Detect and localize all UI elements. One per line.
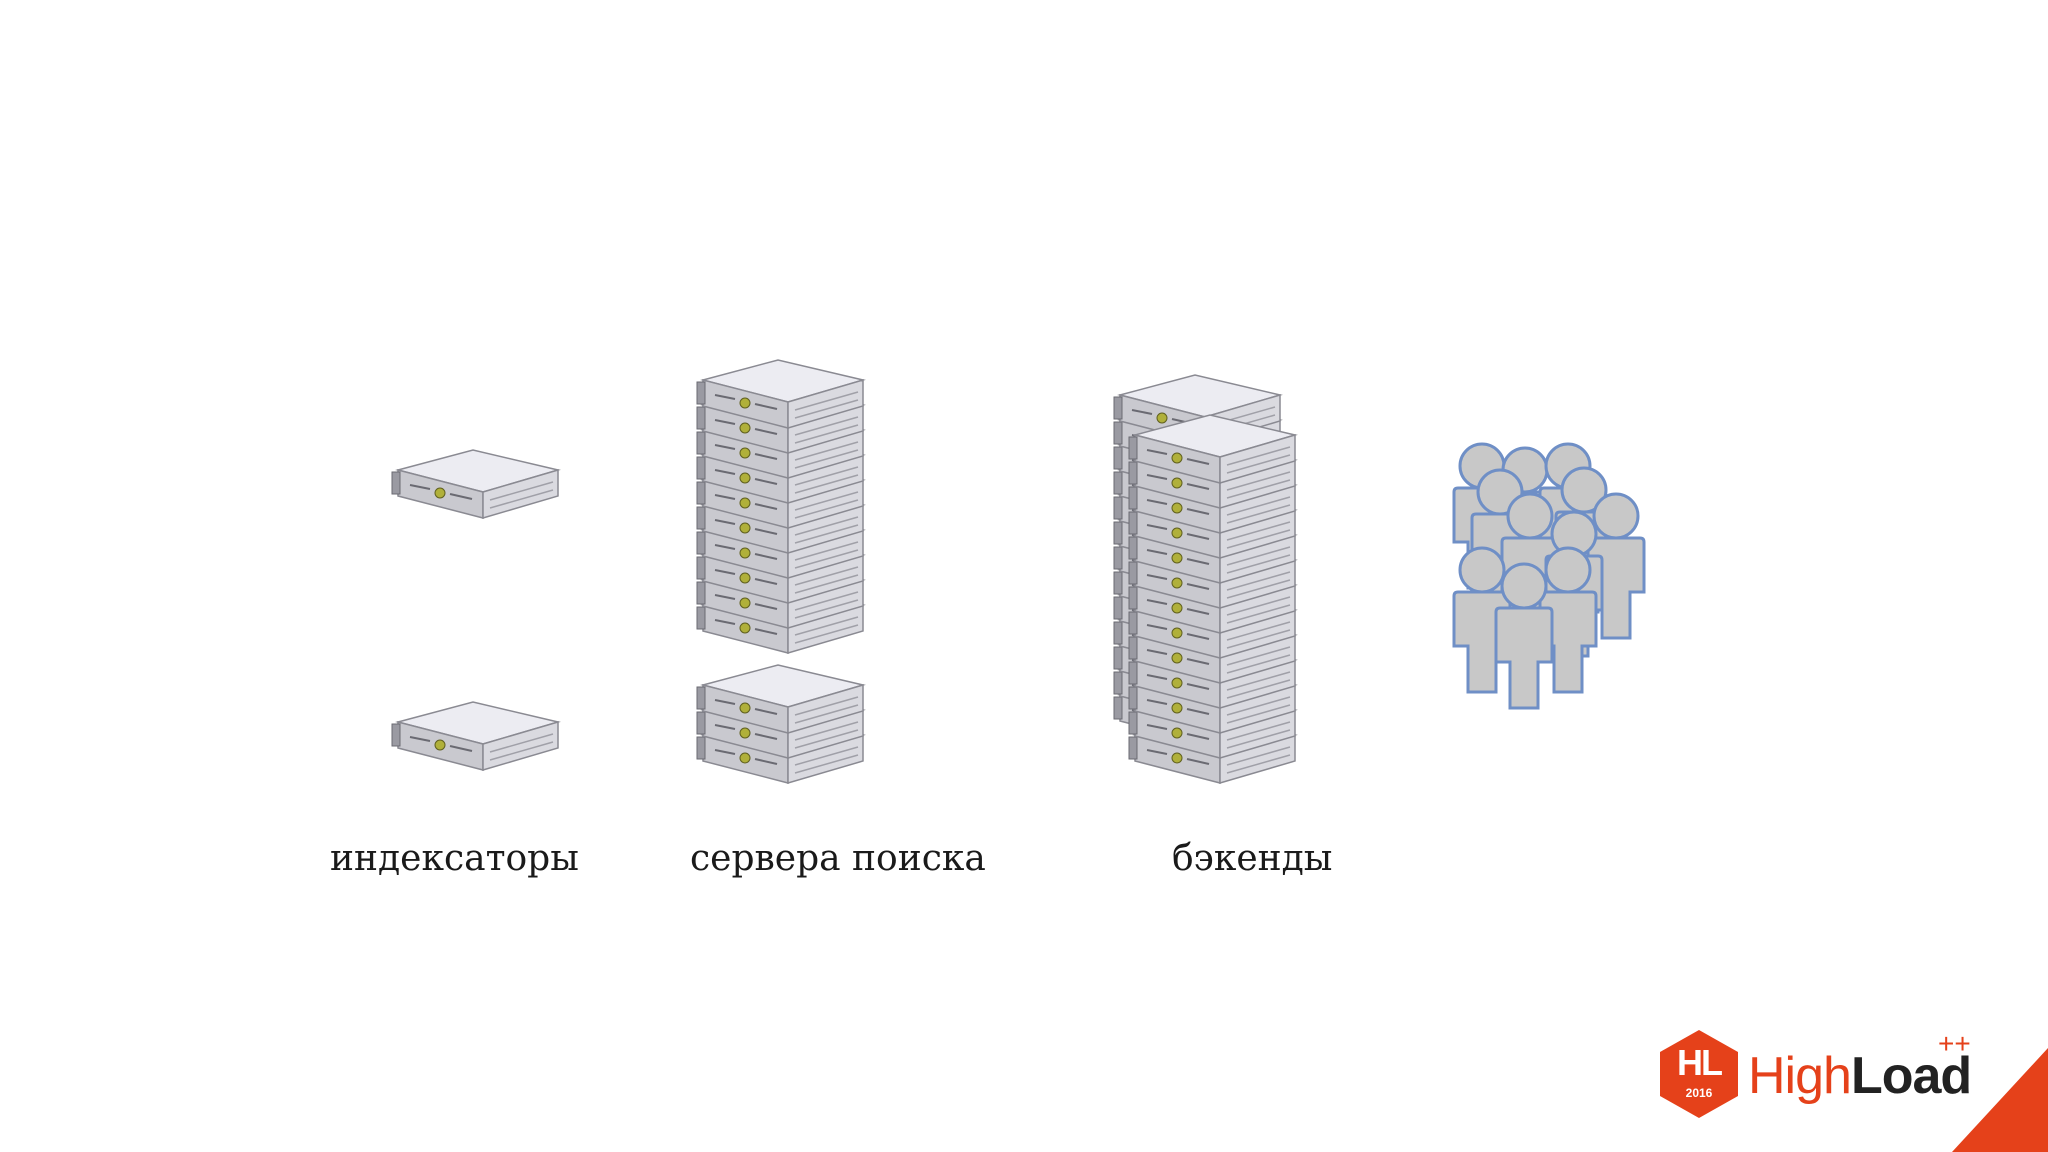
logo-word-bold: Load [1850, 1047, 1972, 1105]
corner-accent-triangle [1952, 1048, 2048, 1152]
logo-word-light: High [1748, 1047, 1852, 1105]
logo-superscript: ++ [1938, 1028, 1971, 1059]
logo-wordmark: HighLoad [1748, 1046, 1972, 1106]
logo-letters: HL [1677, 1042, 1723, 1083]
indexer-server-bottom [391, 701, 559, 771]
hexagon-logo-icon [1660, 1030, 1738, 1118]
highload-logo: HL 2016 HighLoad ++ [1656, 1028, 1996, 1152]
logo-year: 2016 [1685, 1086, 1713, 1100]
label-search-servers: сервера поиска [690, 838, 986, 879]
indexer-server-top [391, 449, 559, 519]
backends-stack-front [1128, 414, 1296, 784]
label-indexers: индексаторы [330, 838, 579, 879]
search-servers-stack-tall [696, 359, 864, 654]
users-group-icon [1452, 442, 1646, 710]
search-servers-stack-short [696, 664, 864, 784]
label-backends: бэкенды [1172, 838, 1333, 879]
